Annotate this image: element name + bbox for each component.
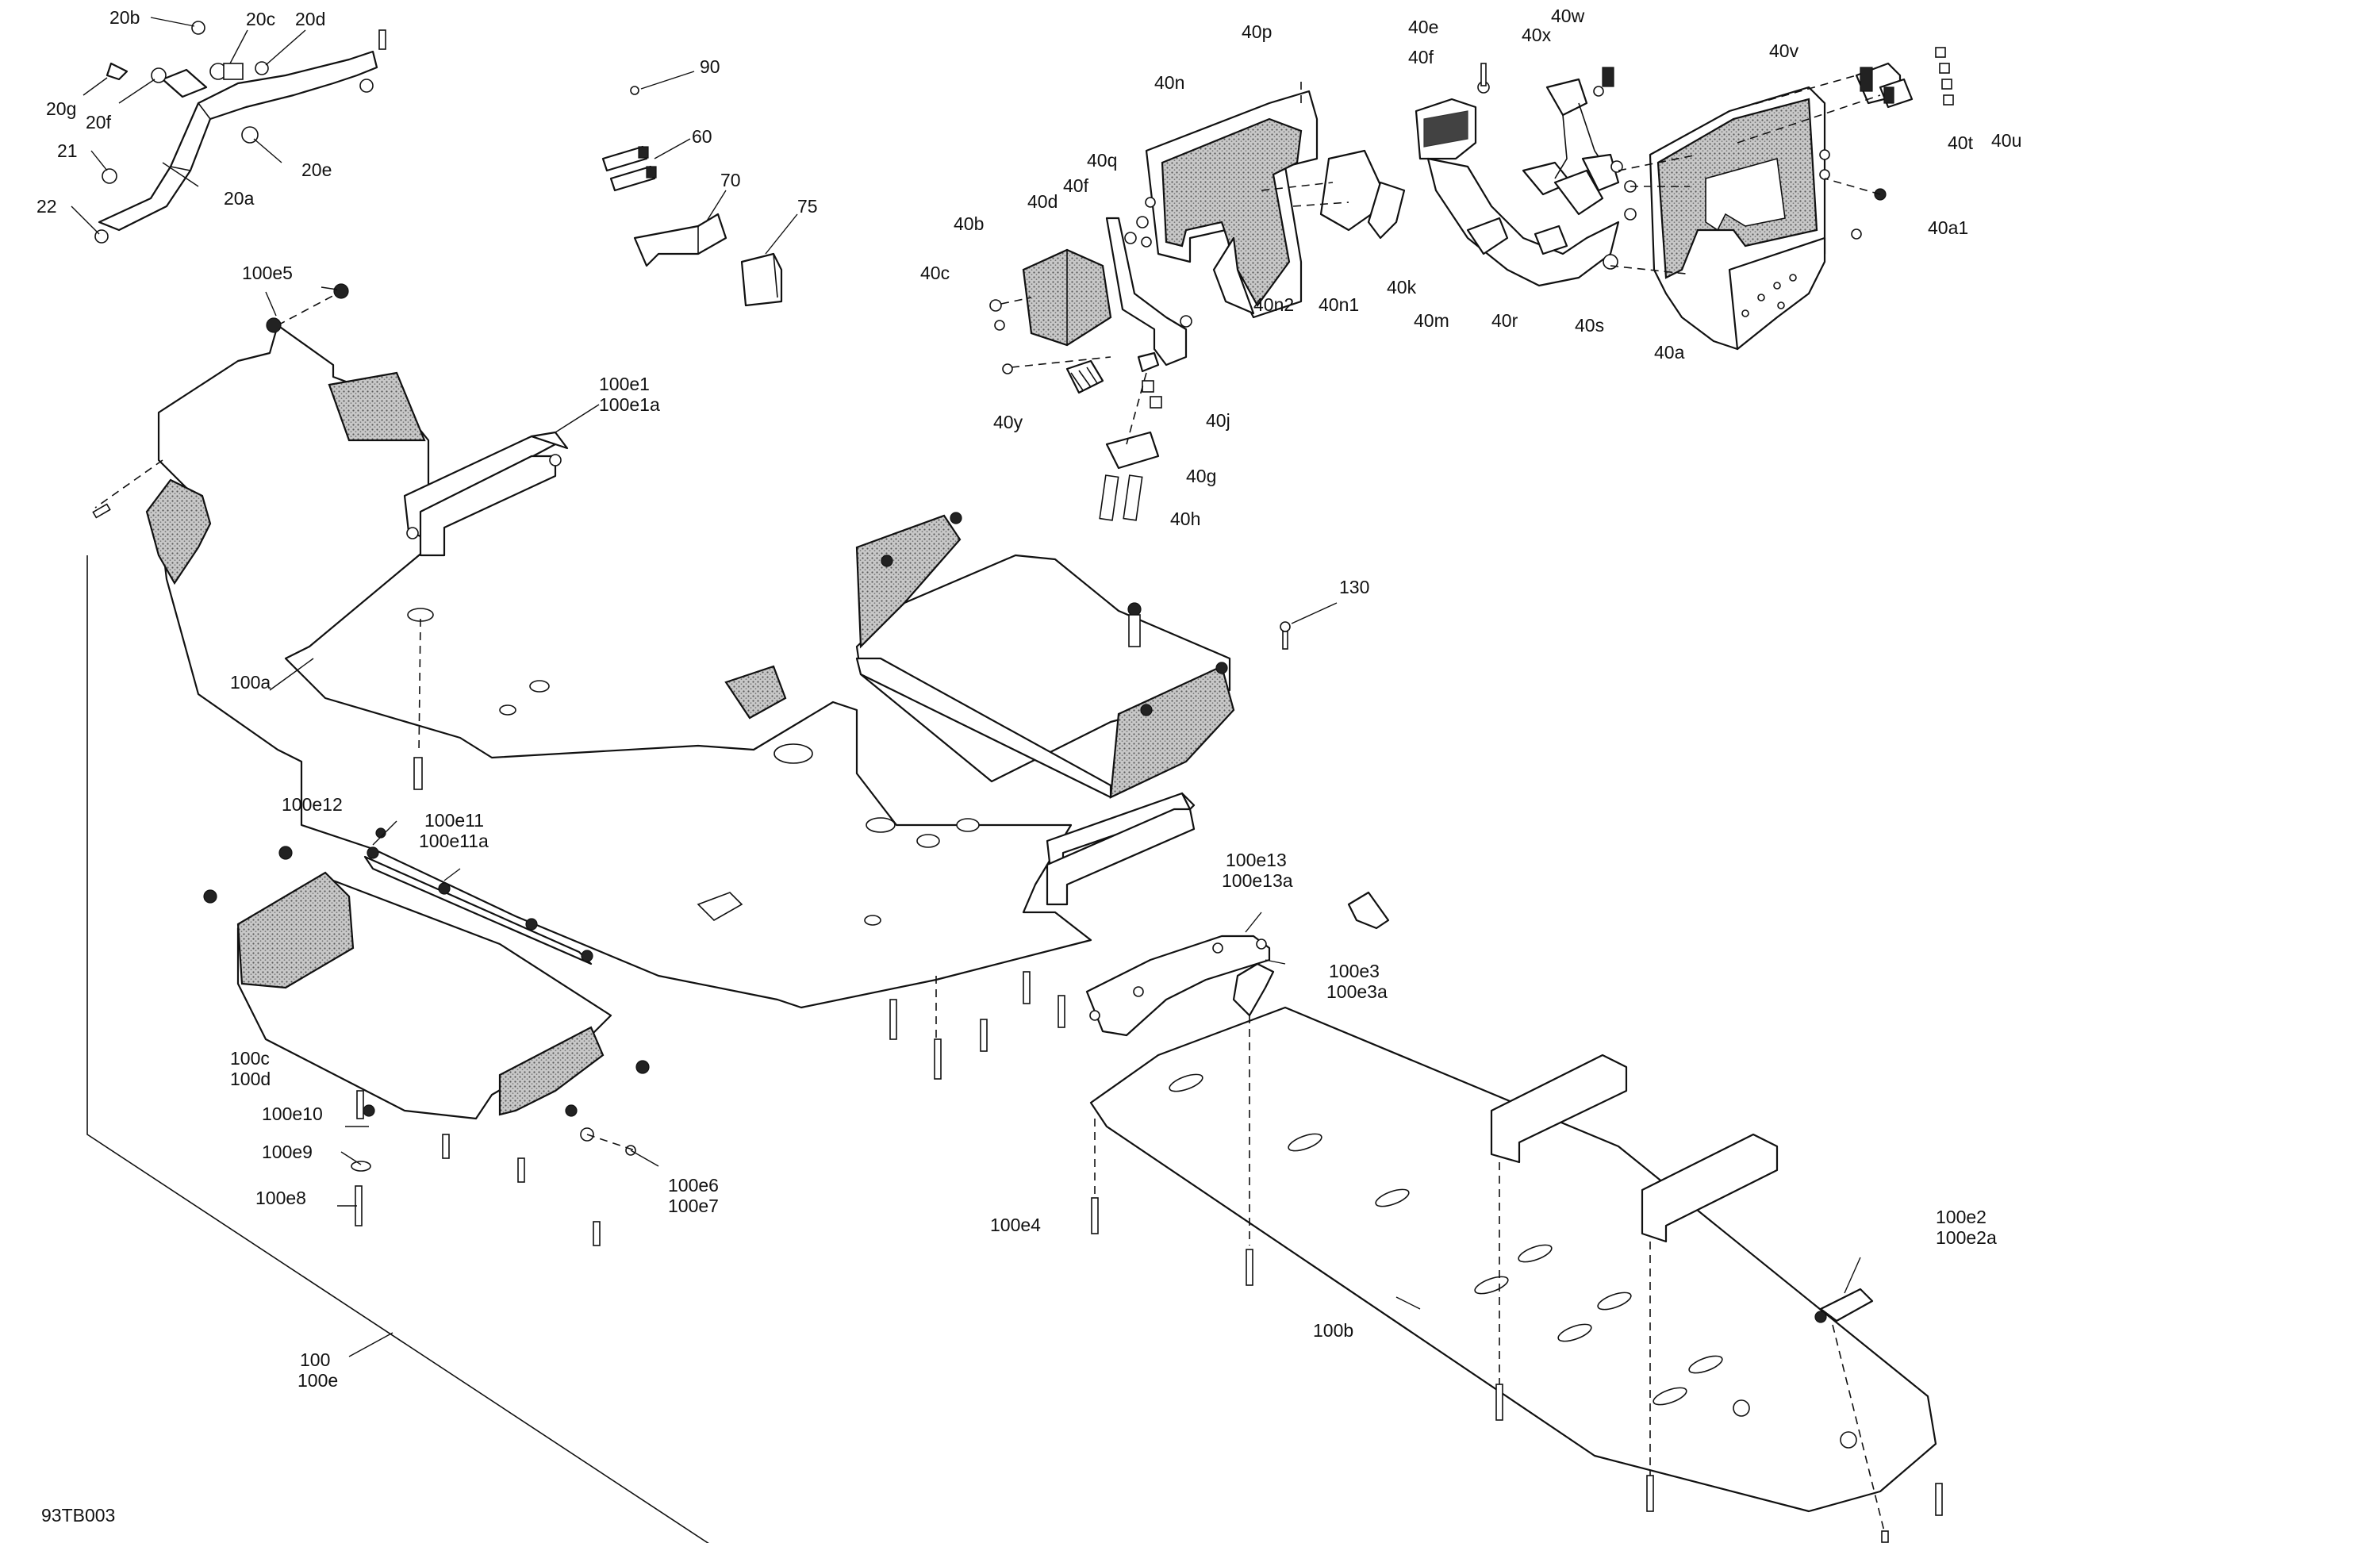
group-bracket-100 [86, 555, 709, 1543]
label-70: 70 [720, 170, 741, 190]
label-40d: 40d [1027, 191, 1058, 212]
connector-60 [601, 145, 657, 192]
skid-plate-100b [889, 891, 1943, 1543]
bracket-70 [633, 213, 727, 267]
label-40n: 40n [1154, 72, 1184, 93]
label-100e3: 100e3 [1329, 961, 1380, 981]
label-100e1a: 100e1a [599, 394, 660, 415]
label-20f: 20f [86, 112, 112, 132]
label-100e9: 100e9 [262, 1142, 313, 1162]
label-40f-top: 40f [1408, 47, 1434, 67]
label-100e10: 100e10 [262, 1104, 323, 1124]
label-60: 60 [692, 126, 712, 147]
label-100b: 100b [1313, 1320, 1353, 1341]
label-100e7: 100e7 [668, 1196, 719, 1216]
seat-tray-right [855, 512, 1235, 799]
label-100e3a: 100e3a [1326, 981, 1388, 1002]
label-40b: 40b [954, 213, 984, 234]
label-100d: 100d [230, 1069, 271, 1089]
label-40c: 40c [920, 263, 950, 283]
label-40k: 40k [1387, 277, 1417, 297]
fastener-lines-floor [92, 283, 1338, 790]
label-100e11: 100e11 [424, 810, 484, 831]
label-40q: 40q [1087, 150, 1117, 171]
seat-tray-left [203, 820, 659, 1246]
callout-labels: 20b 20c 20d 20g 20f 21 20e 20a 22 90 60 … [36, 6, 2021, 1526]
bracket-20-assembly [71, 17, 386, 244]
label-20g: 20g [46, 98, 76, 119]
electrical-assembly-40 [989, 47, 1954, 521]
label-40y: 40y [993, 412, 1023, 432]
label-40v: 40v [1769, 40, 1799, 61]
label-100e2a: 100e2a [1936, 1227, 1997, 1248]
label-100e13a: 100e13a [1222, 870, 1293, 891]
label-20b: 20b [109, 7, 140, 28]
label-40t: 40t [1948, 132, 1974, 153]
label-100e1: 100e1 [599, 374, 650, 394]
label-20a: 20a [224, 188, 255, 209]
label-40e: 40e [1408, 17, 1438, 37]
label-90: 90 [700, 56, 720, 77]
floor-panel-100a [145, 324, 1196, 1009]
label-40n1: 40n1 [1319, 294, 1359, 315]
label-40f: 40f [1063, 175, 1089, 196]
label-100e6: 100e6 [668, 1175, 719, 1196]
label-40p: 40p [1242, 21, 1272, 42]
label-100e5: 100e5 [242, 263, 293, 283]
label-40x: 40x [1522, 25, 1552, 45]
label-40n2: 40n2 [1253, 294, 1294, 315]
label-40w: 40w [1551, 6, 1585, 26]
label-100e11a: 100e11a [419, 831, 489, 851]
label-130: 130 [1339, 577, 1369, 597]
label-100e2: 100e2 [1936, 1207, 1987, 1227]
label-40r: 40r [1491, 310, 1518, 331]
label-100e8: 100e8 [255, 1188, 306, 1208]
label-20e: 20e [301, 159, 332, 180]
label-40g: 40g [1186, 466, 1216, 486]
bracket-floor-center [1046, 808, 1196, 906]
label-100c: 100c [230, 1048, 270, 1069]
label-40h: 40h [1170, 509, 1200, 529]
label-22: 22 [36, 196, 57, 217]
label-20c: 20c [246, 9, 275, 29]
label-21: 21 [57, 140, 78, 161]
small-parts-group [601, 71, 798, 307]
label-100: 100 [300, 1349, 330, 1370]
label-40s: 40s [1575, 315, 1604, 336]
diagram-code: 93TB003 [41, 1505, 115, 1526]
label-40j: 40j [1206, 410, 1230, 431]
label-75: 75 [797, 196, 818, 217]
label-20d: 20d [295, 9, 325, 29]
label-40a1: 40a1 [1928, 217, 1968, 238]
pad-75 [740, 252, 783, 307]
label-40u: 40u [1991, 130, 2021, 151]
label-100e4: 100e4 [990, 1215, 1041, 1235]
label-40m: 40m [1414, 310, 1449, 331]
label-40a: 40a [1654, 342, 1685, 363]
label-100e12: 100e12 [282, 794, 343, 815]
bracket-100e1 [406, 404, 600, 557]
label-100e: 100e [298, 1370, 338, 1391]
label-100a: 100a [230, 672, 271, 693]
label-100e13: 100e13 [1226, 850, 1287, 870]
